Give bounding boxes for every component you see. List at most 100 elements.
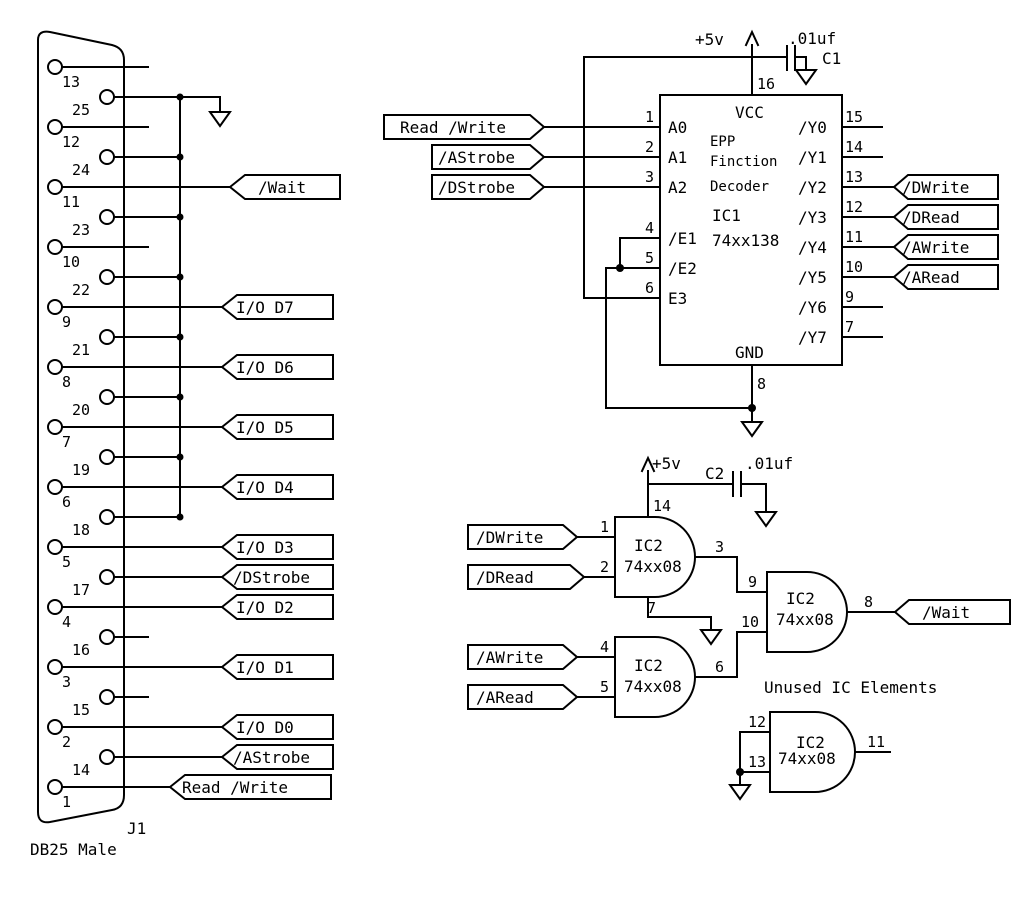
gate1-pin-a: 1 <box>600 518 609 536</box>
connector-flags: /Wait I/O D7 I/O D6 I/O D5 I/O D4 I/O D3… <box>168 174 341 800</box>
db25-pin-circle <box>99 149 115 165</box>
db25-pin-number: 23 <box>72 221 90 239</box>
flag-d5 <box>220 414 334 440</box>
flag-d4-label: I/O D4 <box>236 478 294 497</box>
flag-d6 <box>220 354 334 380</box>
flag-aread-d-label: /ARead <box>902 268 960 287</box>
db25-pin-number: 3 <box>62 673 71 691</box>
ic2-gate-2 <box>614 636 696 718</box>
flag-aread-d <box>892 264 999 290</box>
flag-dread-d-label: /DRead <box>902 208 960 227</box>
flag-d2-label: I/O D2 <box>236 598 294 617</box>
flag-awrite-g <box>467 644 579 670</box>
flag-wait-g <box>893 599 1011 625</box>
gate2-pin-a: 4 <box>600 638 609 656</box>
db25-pin-number: 22 <box>72 281 90 299</box>
flag-wait-g-label: /Wait <box>922 603 970 622</box>
flag-d5-label: I/O D5 <box>236 418 294 437</box>
gate1-ref: IC2 <box>634 536 663 555</box>
db25-pin-number: 8 <box>62 373 71 391</box>
ic1-input-pin-number: 3 <box>645 168 654 186</box>
db25-pin-circle <box>47 479 63 495</box>
ic1-input-name: E3 <box>668 289 687 308</box>
db25-shell <box>37 30 125 824</box>
flag-d0 <box>220 714 334 740</box>
ic1-output-name: /Y6 <box>798 298 827 317</box>
ic1-input-pin-number: 4 <box>645 219 654 237</box>
db25-pin-circle <box>99 209 115 225</box>
ic1-output-name: /Y2 <box>798 178 827 197</box>
ic1-vcc-pin: 16 <box>757 75 775 93</box>
db25-pin-circle <box>99 449 115 465</box>
ic1-input-pin-number: 2 <box>645 138 654 156</box>
flag-dwrite-d-label: /DWrite <box>902 178 969 197</box>
gate3-part: 74xx08 <box>776 610 834 629</box>
gate2-ref: IC2 <box>634 656 663 675</box>
flag-dstrobe-j <box>220 564 334 590</box>
flag-aread-g-label: /ARead <box>476 688 534 707</box>
ic1-gnd-pin: 8 <box>757 375 766 393</box>
db25-pin-number: 17 <box>72 581 90 599</box>
ic1-output-pin-number: 15 <box>845 108 863 126</box>
c1-ref: C1 <box>822 49 841 68</box>
flag-rw-j <box>168 774 332 800</box>
junction-unused <box>736 768 744 776</box>
db25-pin-circle <box>47 119 63 135</box>
ic1-title-1: EPP <box>710 134 735 150</box>
gate1-pin-b: 2 <box>600 558 609 576</box>
db25-pin-circle <box>47 419 63 435</box>
db25-pins: 1325122411231022921820719618517416315214… <box>47 59 231 811</box>
flag-d6-label: I/O D6 <box>236 358 294 377</box>
ic1-decoder: VCC GND EPP Finction Decoder IC1 74xx138… <box>383 29 999 438</box>
ic1-input-name: A1 <box>668 148 687 167</box>
flag-aread-g <box>467 684 579 710</box>
ic2-gate-3 <box>766 571 848 653</box>
ic1-output-name: /Y1 <box>798 148 827 167</box>
ground-symbol-unused <box>728 784 752 801</box>
gate4-pin-a: 12 <box>748 713 766 731</box>
ic1-output-pin-number: 11 <box>845 228 863 246</box>
db25-connector: 1325122411231022921820719618517416315214… <box>30 30 232 859</box>
ic1-input-pin-number: 1 <box>645 108 654 126</box>
ic1-input-name: /E1 <box>668 229 697 248</box>
gate3-pin-b: 10 <box>741 613 759 631</box>
flag-wait <box>228 174 341 200</box>
db25-pin-number: 14 <box>72 761 90 779</box>
ground-symbol-ic1 <box>740 421 764 438</box>
db25-pin-number: 13 <box>62 73 80 91</box>
ic1-input-pin-number: 6 <box>645 279 654 297</box>
ic2-gate-1 <box>614 516 696 598</box>
connector-name: DB25 Male <box>30 840 117 859</box>
flag-astrobe-j-label: /AStrobe <box>233 748 310 767</box>
ground-symbol-j1 <box>208 111 232 128</box>
plus5-label-a: +5v <box>695 30 724 49</box>
db25-pin-circle <box>47 779 63 795</box>
gate1-pin-out: 3 <box>715 538 724 556</box>
ic2-gate-4 <box>769 711 856 793</box>
ic1-output-pin-number: 12 <box>845 198 863 216</box>
db25-pin-number: 5 <box>62 553 71 571</box>
flag-d1 <box>220 654 334 680</box>
flag-dstrobe-d-label: /DStrobe <box>438 178 515 197</box>
db25-pin-circle <box>99 329 115 345</box>
db25-pin-number: 6 <box>62 493 71 511</box>
db25-pin-number: 25 <box>72 101 90 119</box>
db25-pin-circle <box>47 59 63 75</box>
gate2-pin-out: 6 <box>715 658 724 676</box>
flag-d0-label: I/O D0 <box>236 718 294 737</box>
flag-d4 <box>220 474 334 500</box>
ic2-gates: IC2 74xx08 1 2 3 14 +5v C2 .01uf 7 IC2 7… <box>467 454 1011 801</box>
flag-rw-j-label: Read /Write <box>182 778 288 797</box>
ic1-part: 74xx138 <box>712 231 779 250</box>
plus5-label-b: +5v <box>652 454 681 473</box>
ground-symbol-c2 <box>754 511 778 528</box>
ic2-vcc-pin: 14 <box>653 497 671 515</box>
db25-pin-number: 11 <box>62 193 80 211</box>
db25-pin-circle <box>99 569 115 585</box>
flag-dread-g-label: /DRead <box>476 568 534 587</box>
db25-pin-number: 24 <box>72 161 90 179</box>
gate2-part: 74xx08 <box>624 677 682 696</box>
db25-pin-number: 1 <box>62 793 71 811</box>
